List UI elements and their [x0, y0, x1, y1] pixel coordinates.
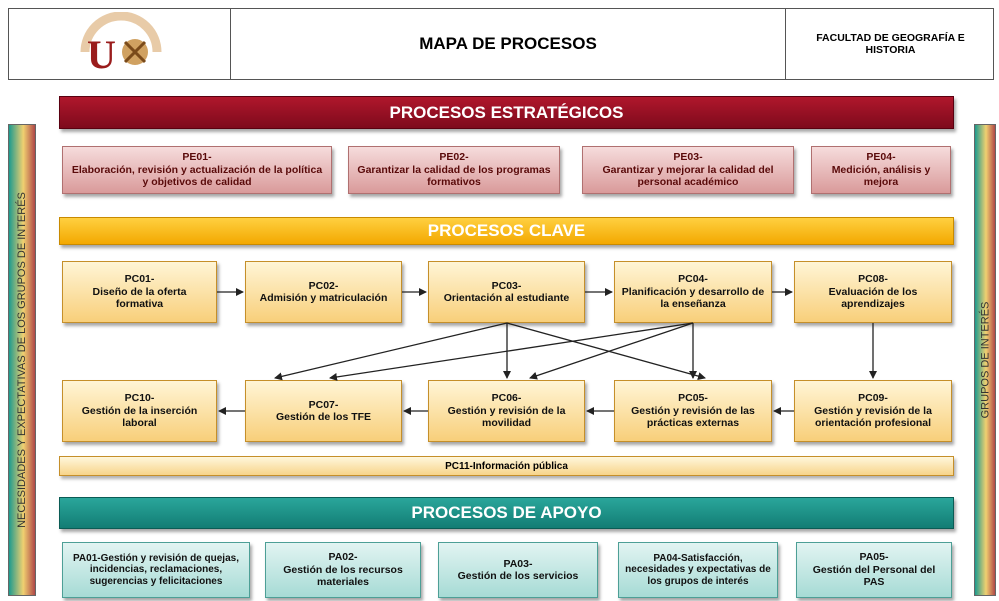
process-code: PC09- [858, 392, 888, 405]
process-text: Elaboración, revisión y actualización de… [71, 163, 323, 189]
logo-cell: U [9, 9, 231, 79]
process-code: PE02- [439, 151, 469, 164]
university-logo-icon: U [80, 12, 161, 76]
svg-text:U: U [87, 32, 116, 76]
right-side-label: GRUPOS DE INTERÉS [979, 301, 991, 419]
key-processes-bar: PROCESOS CLAVE [59, 217, 954, 245]
process-text: Evaluación de los aprendizajes [828, 285, 918, 311]
process-code: PC06- [491, 392, 522, 405]
process-text: PA01-Gestión y revisión de quejas, incid… [73, 552, 239, 587]
process-box-pe03[interactable]: PE03- Garantizar y mejorar la calidad de… [582, 146, 794, 194]
process-code: PE04- [866, 151, 896, 164]
process-text: Planificación y desarrollo de la enseñan… [621, 285, 765, 311]
process-box-pc06[interactable]: PC06- Gestión y revisión de la movilidad [428, 380, 585, 442]
process-box-pc03[interactable]: PC03- Orientación al estudiante [428, 261, 585, 323]
process-code: PC07- [308, 398, 339, 411]
process-text: Gestión y revisión de la orientación pro… [814, 404, 932, 430]
process-box-pc02[interactable]: PC02- Admisión y matriculación [245, 261, 402, 323]
process-box-pc09[interactable]: PC09- Gestión y revisión de la orientaci… [794, 380, 952, 442]
process-code: PC02- [308, 279, 339, 292]
process-text: Gestión de los recursos materiales [283, 563, 403, 589]
process-text: Garantizar y mejorar la calidad del pers… [602, 163, 774, 189]
process-text: Gestión y revisión de la movilidad [447, 404, 566, 430]
process-text: PA04-Satisfacción, necesidades y expecta… [625, 552, 771, 587]
process-text: Diseño de la oferta formativa [92, 285, 187, 311]
left-side-bar: NECESIDADES Y EXPECTATIVAS DE LOS GRUPOS… [8, 124, 36, 596]
process-text: Gestión de la inserción laboral [81, 404, 198, 430]
process-code: PC01- [124, 273, 155, 286]
process-box-pc07[interactable]: PC07- Gestión de los TFE [245, 380, 402, 442]
process-text: Medición, análisis y mejora [831, 163, 931, 189]
process-text: Gestión del Personal del PAS [812, 563, 936, 589]
process-box-pe01[interactable]: PE01- Elaboración, revisión y actualizac… [62, 146, 332, 194]
process-box-pa03[interactable]: PA03- Gestión de los servicios [438, 542, 598, 598]
process-text: Admisión y matriculación [259, 292, 388, 304]
process-code: PC03- [491, 279, 522, 292]
right-side-bar: GRUPOS DE INTERÉS [974, 124, 996, 596]
process-box-pa02[interactable]: PA02- Gestión de los recursos materiales [265, 542, 421, 598]
arrow-pc04-pc06 [529, 322, 694, 380]
arrow-pc03-pc05 [506, 322, 706, 380]
process-box-pc08[interactable]: PC08- Evaluación de los aprendizajes [794, 261, 952, 323]
process-box-pc04[interactable]: PC04- Planificación y desarrollo de la e… [614, 261, 772, 323]
process-code: PC04- [678, 273, 708, 286]
support-processes-bar: PROCESOS DE APOYO [59, 497, 954, 529]
process-code: PA05- [859, 551, 889, 564]
process-box-pe02[interactable]: PE02- Garantizar la calidad de los progr… [348, 146, 560, 194]
strategic-processes-bar: PROCESOS ESTRATÉGICOS [59, 96, 954, 129]
arrow-pc03-pc07 [274, 322, 508, 381]
process-box-pc01[interactable]: PC01- Diseño de la oferta formativa [62, 261, 217, 323]
process-box-pa04[interactable]: PA04-Satisfacción, necesidades y expecta… [618, 542, 778, 598]
public-info-bar[interactable]: PC11-Información pública [59, 456, 954, 476]
process-box-pe04[interactable]: PE04- Medición, análisis y mejora [811, 146, 951, 194]
arrow-pc04-pc07 [329, 322, 694, 381]
process-box-pc05[interactable]: PC05- Gestión y revisión de las práctica… [614, 380, 772, 442]
process-code: PE01- [182, 151, 212, 164]
process-text: Garantizar la calidad de los programas f… [357, 163, 551, 189]
left-side-label: NECESIDADES Y EXPECTATIVAS DE LOS GRUPOS… [16, 192, 29, 528]
header-table: U MAPA DE PROCESOS FACULTAD DE GEOGRAFÍA… [8, 8, 994, 80]
process-box-pc10[interactable]: PC10- Gestión de la inserción laboral [62, 380, 217, 442]
process-code: PC10- [124, 392, 155, 405]
process-text: Orientación al estudiante [443, 292, 570, 304]
process-code: PA03- [503, 557, 533, 570]
process-code: PC05- [678, 392, 708, 405]
process-box-pa01[interactable]: PA01-Gestión y revisión de quejas, incid… [62, 542, 250, 598]
process-code: PA02- [328, 551, 358, 564]
process-text: Gestión de los servicios [457, 570, 579, 582]
process-text: Gestión de los TFE [275, 411, 372, 423]
page-title: MAPA DE PROCESOS [231, 9, 786, 79]
faculty-name: FACULTAD DE GEOGRAFÍA E HISTORIA [816, 32, 965, 56]
process-text: Gestión y revisión de las prácticas exte… [631, 404, 755, 430]
process-code: PC08- [858, 273, 888, 286]
process-box-pa05[interactable]: PA05- Gestión del Personal del PAS [796, 542, 952, 598]
process-code: PE03- [673, 151, 703, 164]
